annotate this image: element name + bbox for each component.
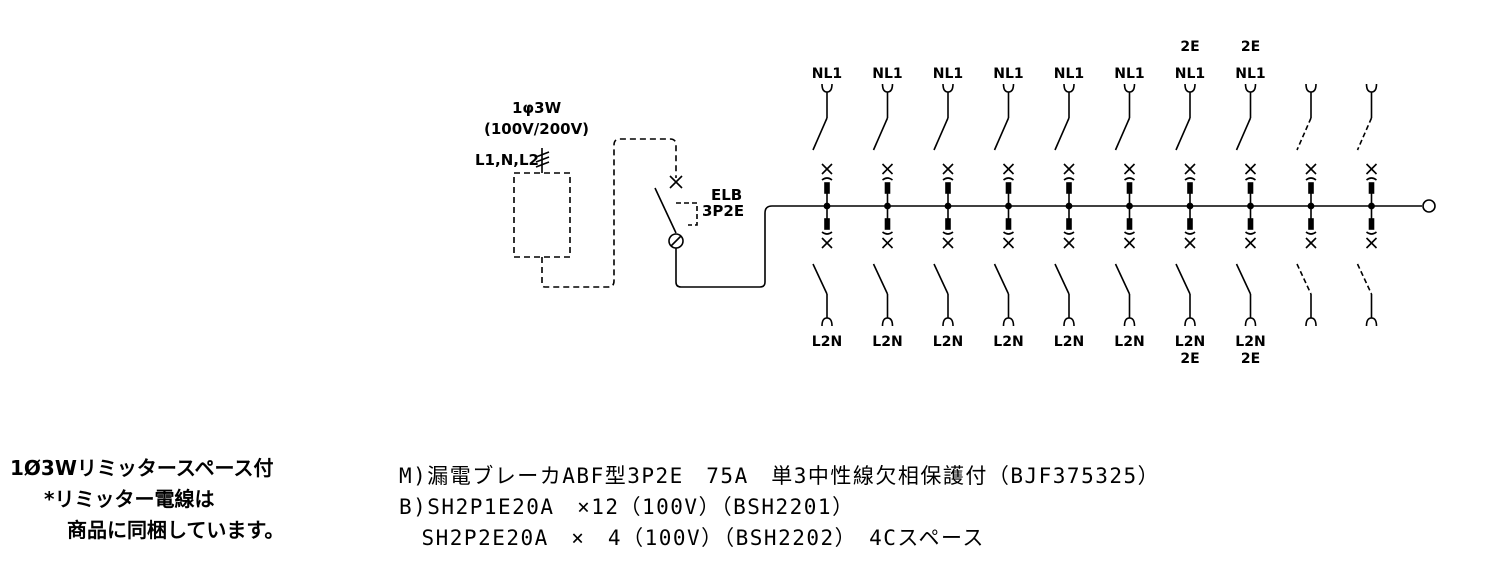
branch-breaker	[812, 83, 833, 327]
branch-top-extra-label: 2E	[1241, 39, 1260, 55]
three-wire-mark	[535, 151, 550, 168]
branch-top-label: NL1	[872, 66, 902, 82]
branch-top-label: NL1	[812, 66, 842, 82]
spec-branch-1: B)SH2P1E20A ×12（100V）（BSH2201）	[399, 495, 855, 519]
branch-top-label: NL1	[1175, 66, 1205, 82]
branch-bottom-label: L2N	[1054, 334, 1084, 350]
spec-branch-2: SH2P2E20A × 4（100V）（BSH2202） 4Cスペース	[399, 526, 985, 550]
note-included: 商品に同梱しています。	[67, 518, 285, 542]
branch-bottom-label: L2N	[1114, 334, 1144, 350]
branch-bottom-label: L2N	[1175, 334, 1205, 350]
branch-top-extra-label: 2E	[1180, 39, 1199, 55]
elb-name-label: ELB	[711, 186, 742, 204]
limiter-space-box	[513, 172, 571, 258]
note-limiter-wire: *リミッター電線は	[44, 487, 215, 511]
branch-breaker	[1114, 83, 1136, 327]
branch-bottom-label: L2N	[1235, 334, 1265, 350]
branch-bottom-extra-label: 2E	[1241, 351, 1260, 367]
branch-breaker	[1356, 83, 1378, 327]
branch-top-label: NL1	[1114, 66, 1144, 82]
branch-breaker	[993, 83, 1015, 327]
busbar-terminal	[1422, 199, 1436, 213]
supply-voltage-label: (100V/200V)	[484, 120, 589, 138]
elb-poles-label: 3P2E	[702, 202, 744, 220]
branch-breaker	[872, 83, 894, 327]
branch-breaker	[1235, 83, 1257, 327]
branch-bottom-label: L2N	[812, 334, 842, 350]
supply-conductors-label: L1,N,L2	[475, 151, 539, 169]
branch-bottom-label: L2N	[933, 334, 963, 350]
branch-top-label: NL1	[933, 66, 963, 82]
branch-top-label: NL1	[993, 66, 1023, 82]
spec-main-breaker: M)漏電ブレーカABF型3P2E 75A 単3中性線欠相保護付（BJF37532…	[399, 464, 1161, 488]
elb-switch	[654, 175, 1422, 288]
branch-breaker	[933, 83, 954, 327]
branch-top-label: NL1	[1054, 66, 1084, 82]
limiter-wire	[541, 138, 677, 288]
branch-breaker	[1175, 83, 1196, 327]
branch-bottom-label: L2N	[872, 334, 902, 350]
note-limiter-space: 1Ø3Wリミッタースペース付	[10, 456, 274, 480]
branch-bottom-label: L2N	[993, 334, 1023, 350]
branch-breaker	[1054, 83, 1075, 327]
branch-top-label: NL1	[1235, 66, 1265, 82]
branch-breaker	[1296, 83, 1317, 327]
branch-bottom-extra-label: 2E	[1180, 351, 1199, 367]
branch-circuits: NL1L2NNL1L2NNL1L2NNL1L2NNL1L2NNL1L2N2ENL…	[812, 39, 1378, 367]
supply-system-label: 1φ3W	[512, 99, 562, 117]
